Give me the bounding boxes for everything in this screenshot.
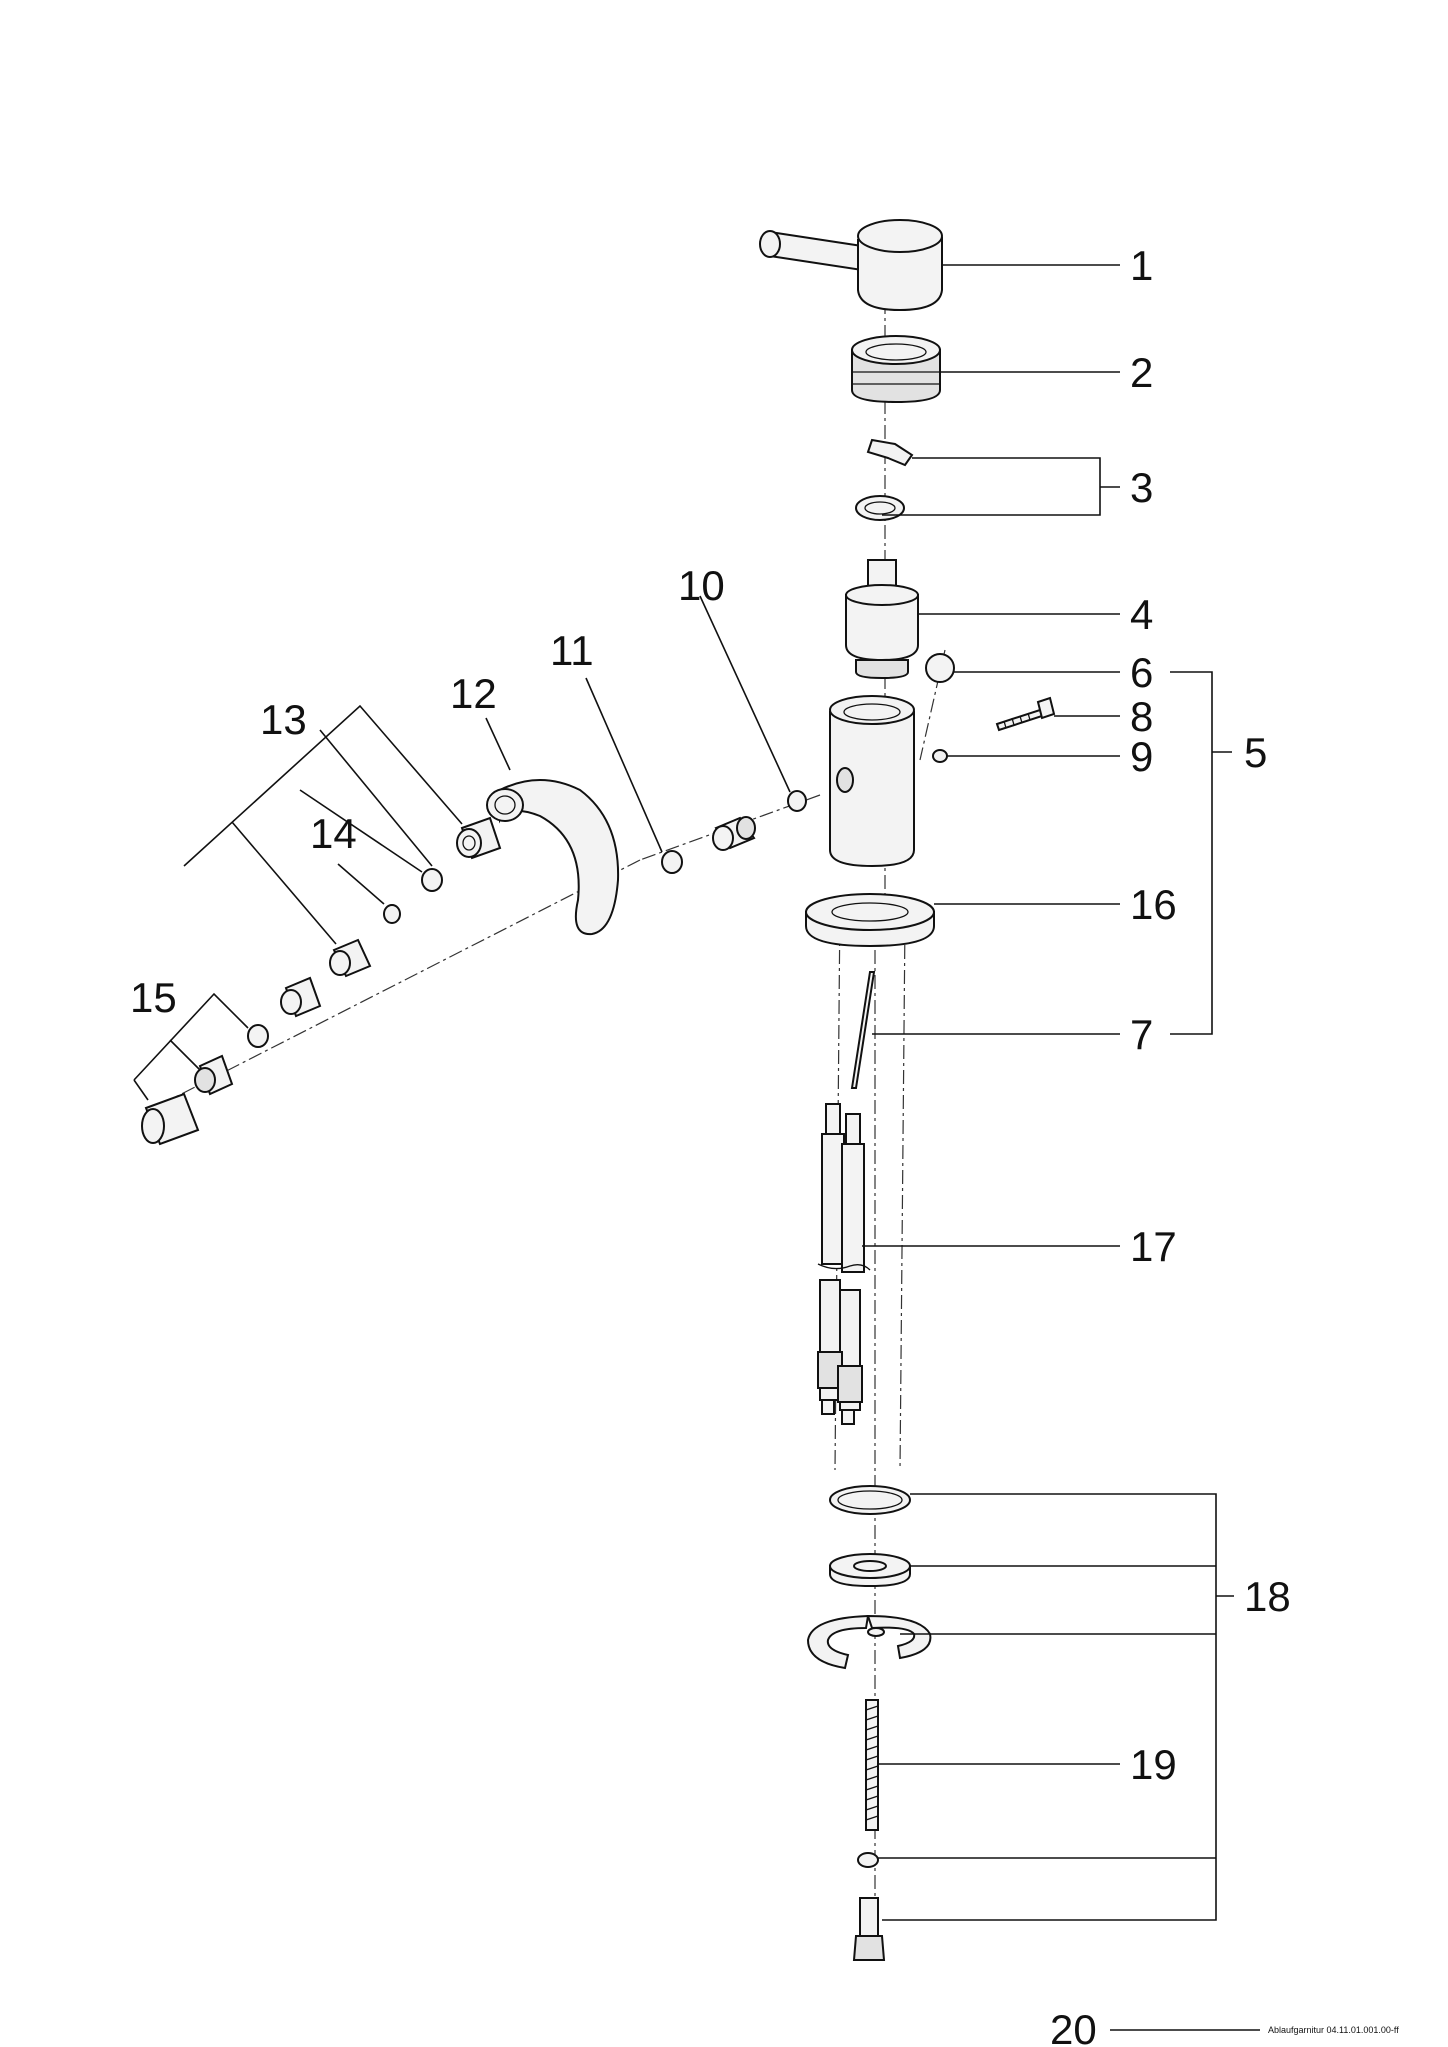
part-13-sleeve <box>280 976 322 1018</box>
callout-7: 7 <box>1130 1011 1153 1058</box>
callout-19: 19 <box>1130 1741 1177 1788</box>
callout-9: 9 <box>1130 733 1153 780</box>
part-12-spout <box>486 779 620 936</box>
callout-11: 11 <box>550 627 594 674</box>
part-7-rod <box>850 971 876 1089</box>
callout-16: 16 <box>1130 881 1177 928</box>
leader-lines <box>133 264 1260 2031</box>
part-17-supply-hoses <box>817 1103 871 1425</box>
callout-6: 6 <box>1130 649 1153 696</box>
part-1-lever-handle <box>759 219 943 312</box>
callout-12: 12 <box>450 670 497 717</box>
callout-3: 3 <box>1130 464 1153 511</box>
callout-2: 2 <box>1130 349 1153 396</box>
callout-15: 15 <box>130 974 177 1021</box>
spout-connector <box>712 816 756 851</box>
callout-13: 13 <box>260 696 307 743</box>
part-6-ball <box>925 653 955 683</box>
part-16-base-ring <box>805 893 935 948</box>
part-15-aerator <box>194 1054 234 1096</box>
callout-4: 4 <box>1130 591 1153 638</box>
part-9-nut <box>932 749 948 763</box>
callout-8: 8 <box>1130 693 1153 740</box>
part-2-cap-nut <box>851 335 941 404</box>
part-15-cap <box>141 1092 200 1146</box>
callout-17: 17 <box>1130 1223 1177 1270</box>
document-reference: Ablaufgarnitur 04.11.01.001.00-ff <box>1268 2025 1399 2035</box>
callout-5: 5 <box>1244 729 1267 776</box>
part-11-o-ring <box>661 850 683 874</box>
page-number: 20 <box>1050 2006 1097 2047</box>
mixer-body <box>829 695 915 868</box>
part-15-washer <box>247 1024 269 1048</box>
part-13-aerator-insert <box>329 938 372 978</box>
part-13-washer <box>421 868 443 892</box>
callout-1: 1 <box>1130 242 1153 289</box>
part-8-screw <box>995 696 1056 732</box>
part-13-aerator-adapter <box>456 816 502 860</box>
part-14-seal <box>383 904 401 924</box>
part-4-cartridge <box>845 559 919 680</box>
footer: 20 Ablaufgarnitur 04.11.01.001.00-ff <box>1050 2006 1399 2047</box>
part-19-threaded-rod <box>865 1699 879 1831</box>
part-10-o-ring <box>787 790 807 812</box>
callout-10: 10 <box>678 562 725 609</box>
callout-18: 18 <box>1244 1573 1291 1620</box>
part-3-clip-and-ring <box>855 438 914 521</box>
callout-labels: 1 2 3 4 5 6 7 8 9 10 11 12 13 14 15 16 1… <box>130 242 1291 1788</box>
callout-14: 14 <box>310 810 357 857</box>
